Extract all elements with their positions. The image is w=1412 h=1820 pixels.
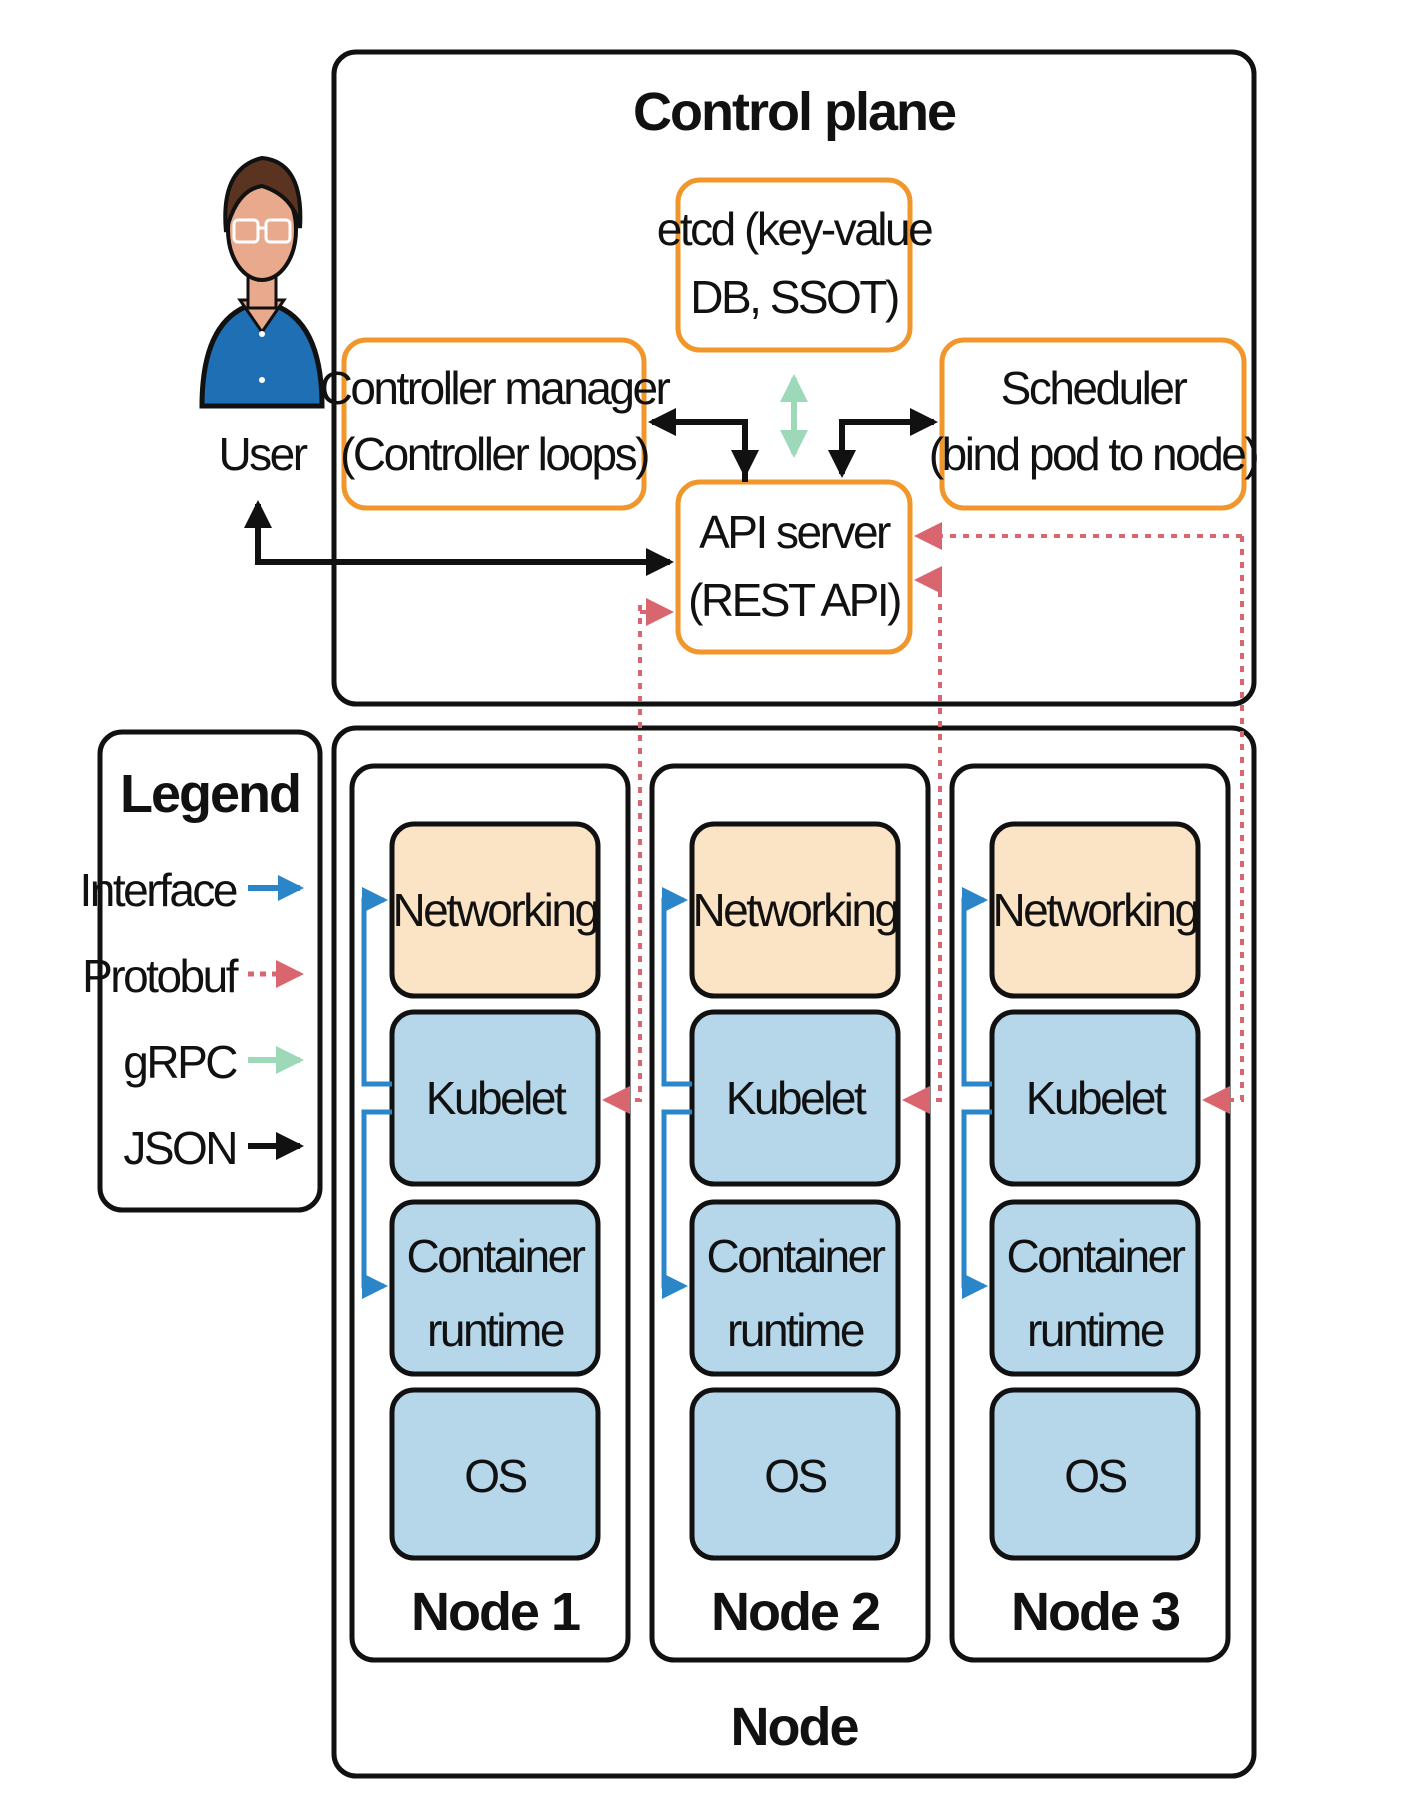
svg-text:runtime: runtime (1027, 1304, 1164, 1356)
etcd-line-1: etcd (key-value (657, 203, 932, 255)
node-section-title: Node (731, 1697, 859, 1757)
node-2-interface-runtime-arrow (661, 1109, 692, 1299)
node-2-interface-networking-arrow (661, 887, 692, 1087)
etcd-line-2: DB, SSOT) (690, 271, 898, 323)
svg-text:runtime: runtime (727, 1304, 864, 1356)
protobuf-api-to-kubelet-3-arrow (1202, 536, 1244, 1114)
legend-json-label: JSON (123, 1122, 236, 1174)
svg-text:Container: Container (407, 1230, 586, 1282)
controller-manager-line-2: (Controller loops) (340, 428, 648, 480)
node-3-interface-networking-arrow (961, 887, 992, 1087)
node-1-interface-networking-arrow (361, 887, 392, 1087)
node-1: Networking Kubelet Container runtime OS … (349, 763, 631, 1663)
user-icon (199, 155, 325, 409)
node-1-os: OS (389, 1387, 601, 1561)
svg-text:OS: OS (464, 1450, 526, 1502)
node-section: Node Networking Kubelet Container runtim… (331, 725, 1257, 1779)
svg-text:runtime: runtime (427, 1304, 564, 1356)
node-1-kubelet: Kubelet (389, 1009, 601, 1187)
node-3-os: OS (989, 1387, 1201, 1561)
node-3: Networking Kubelet Container runtime OS … (949, 763, 1231, 1663)
svg-text:Container: Container (707, 1230, 886, 1282)
svg-text:Kubelet: Kubelet (426, 1072, 567, 1124)
legend-frame (97, 729, 323, 1213)
legend-interface-label: Interface (80, 864, 237, 916)
node-3-container-runtime: Container runtime (989, 1199, 1201, 1377)
control-plane: Control plane etcd (key-value DB, SSOT) … (320, 49, 1260, 707)
control-plane-title: Control plane (633, 82, 956, 142)
node-1-label: Node 1 (411, 1582, 580, 1642)
node-3-interface-runtime-arrow (961, 1109, 992, 1299)
protobuf-connectors (602, 522, 1244, 1114)
user-figure: User (199, 155, 325, 480)
node-2: Networking Kubelet Container runtime OS … (649, 763, 931, 1663)
node-2-container-runtime: Container runtime (689, 1199, 901, 1377)
controller-manager-line-1: Controller manager (320, 362, 671, 414)
legend-title: Legend (120, 764, 300, 824)
protobuf-api-to-kubelet-2-arrow (902, 578, 942, 1114)
svg-text:Kubelet: Kubelet (726, 1072, 867, 1124)
api-server-box: API server (REST API) (675, 479, 913, 655)
svg-text:Networking: Networking (692, 884, 897, 936)
node-1-interface-runtime-arrow (361, 1109, 392, 1299)
node-3-kubelet: Kubelet (989, 1009, 1201, 1187)
json-scheduler-to-api-arrow (828, 419, 892, 478)
svg-text:OS: OS (764, 1450, 826, 1502)
node-2-networking: Networking (689, 821, 901, 999)
legend: Legend Interface Protobuf gRPC JSON (80, 729, 323, 1213)
user-label: User (218, 428, 307, 480)
node-2-os: OS (689, 1387, 901, 1561)
control-plane-connectors (244, 374, 938, 576)
node-1-container-runtime: Container runtime (389, 1199, 601, 1377)
svg-text:Container: Container (1007, 1230, 1186, 1282)
node-2-kubelet: Kubelet (689, 1009, 901, 1187)
node-2-label: Node 2 (711, 1582, 879, 1642)
api-server-line-1: API server (699, 506, 891, 558)
etcd-box: etcd (key-value DB, SSOT) (657, 177, 935, 353)
svg-text:OS: OS (1064, 1450, 1126, 1502)
svg-text:Networking: Networking (992, 884, 1197, 936)
svg-text:Networking: Networking (392, 884, 597, 936)
node-3-networking: Networking (989, 821, 1201, 999)
controller-manager-box: Controller manager (Controller loops) (320, 337, 673, 511)
legend-protobuf-label: Protobuf (82, 950, 239, 1002)
node-3-label: Node 3 (1011, 1582, 1180, 1642)
protobuf-api-to-kubelet-1-arrow (602, 605, 642, 1114)
scheduler-box: Scheduler (bind pod to node) (929, 337, 1260, 511)
legend-grpc-label: gRPC (123, 1036, 237, 1088)
svg-text:Kubelet: Kubelet (1026, 1072, 1167, 1124)
scheduler-line-1: Scheduler (1001, 362, 1188, 414)
scheduler-line-2: (bind pod to node) (929, 428, 1258, 480)
json-controller-to-api-arrow (700, 419, 759, 478)
api-server-line-2: (REST API) (688, 574, 900, 626)
node-1-networking: Networking (389, 821, 601, 999)
